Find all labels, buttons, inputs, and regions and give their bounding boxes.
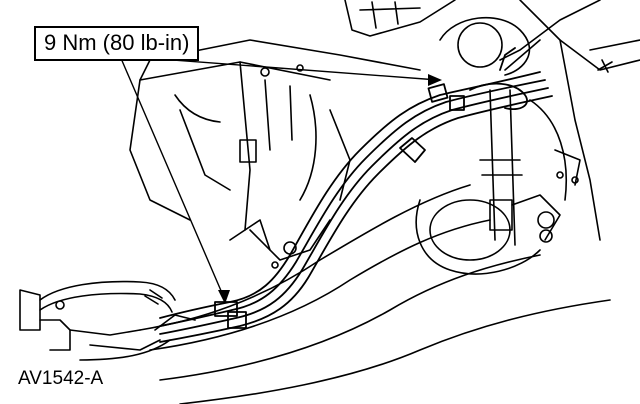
upper-body-structure: [344, 0, 640, 241]
brake-line-clips: [214, 83, 465, 329]
inner-fender-panel: [129, 39, 421, 231]
left-hose-fitting: [19, 280, 196, 361]
torque-callout: 9 Nm (80 lb-in): [34, 26, 200, 61]
strut-assembly: [479, 0, 601, 246]
frame-rail: [139, 184, 611, 404]
callout-leaders: [119, 55, 442, 304]
figure-id: AV1542-A: [18, 368, 104, 389]
torque-label: 9 Nm (80 lb-in): [44, 30, 190, 55]
